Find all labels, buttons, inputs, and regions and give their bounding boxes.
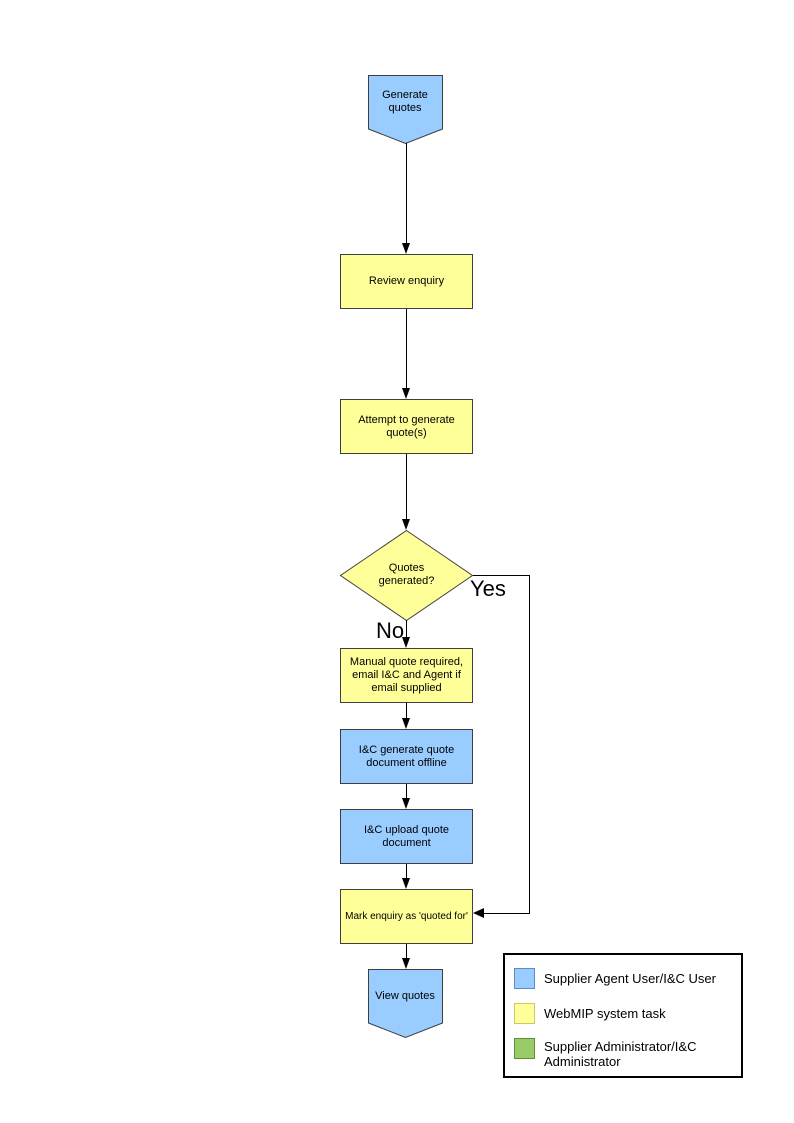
legend-label-supplier-agent: Supplier Agent User/I&C User: [544, 971, 716, 986]
decision-quotes-generated-label: Quotes generated?: [378, 562, 435, 587]
edge-review-attempt-line: [406, 309, 407, 388]
task-generate-offline-label: I&C generate quote document offline: [358, 743, 455, 769]
task-manual-quote: Manual quote required, email I&C and Age…: [340, 648, 473, 703]
edge-mark-end-line: [406, 944, 407, 958]
arrowhead-down-icon: [402, 718, 410, 729]
arrowhead-down-icon: [402, 637, 410, 648]
task-attempt-generate: Attempt to generate quote(s): [340, 399, 473, 454]
edge-yes-return-line: [484, 913, 530, 914]
task-review-enquiry: Review enquiry: [340, 254, 473, 309]
legend-swatch-green: [514, 1038, 535, 1059]
arrowhead-down-icon: [402, 958, 410, 969]
edge-attempt-decision-line: [406, 454, 407, 519]
legend-swatch-blue: [514, 968, 535, 989]
edge-yes-horizontal-line: [473, 575, 530, 576]
task-upload-document-label: I&C upload quote document: [363, 823, 449, 849]
legend-box: Supplier Agent User/I&C User WebMIP syst…: [503, 953, 743, 1078]
arrowhead-down-icon: [402, 388, 410, 399]
task-review-enquiry-label: Review enquiry: [368, 275, 445, 287]
legend-label-supplier-admin: Supplier Administrator/I&C Administrator: [544, 1039, 697, 1069]
edge-start-review-line: [406, 143, 407, 243]
terminator-generate-quotes-label: Generate quotes: [382, 89, 428, 114]
edge-manual-offline-line: [406, 703, 407, 718]
arrowhead-left-icon: [473, 908, 484, 918]
terminator-view-quotes: [368, 969, 443, 1039]
arrowhead-down-icon: [402, 243, 410, 254]
edge-no-line: [406, 620, 407, 637]
task-attempt-generate-label: Attempt to generate quote(s): [358, 413, 455, 439]
legend-label-webmip-task: WebMIP system task: [544, 1006, 666, 1021]
task-mark-quoted: Mark enquiry as 'quoted for': [340, 889, 473, 944]
terminator-generate-quotes: [368, 75, 443, 145]
task-mark-quoted-label: Mark enquiry as 'quoted for': [345, 910, 468, 922]
edge-upload-mark-line: [406, 864, 407, 878]
edge-yes-vertical-line: [529, 575, 530, 914]
task-manual-quote-label: Manual quote required, email I&C and Age…: [349, 656, 464, 694]
branch-yes-label: Yes: [470, 576, 506, 601]
arrowhead-down-icon: [402, 798, 410, 809]
terminator-view-quotes-label: View quotes: [375, 990, 435, 1002]
pentagon-shape: [368, 75, 443, 145]
task-generate-offline: I&C generate quote document offline: [340, 729, 473, 784]
edge-offline-upload-line: [406, 784, 407, 798]
legend-swatch-yellow: [514, 1003, 535, 1024]
branch-no-label: No: [376, 618, 405, 643]
pentagon-shape: [368, 969, 443, 1039]
arrowhead-down-icon: [402, 519, 410, 530]
arrowhead-down-icon: [402, 878, 410, 889]
task-upload-document: I&C upload quote document: [340, 809, 473, 864]
